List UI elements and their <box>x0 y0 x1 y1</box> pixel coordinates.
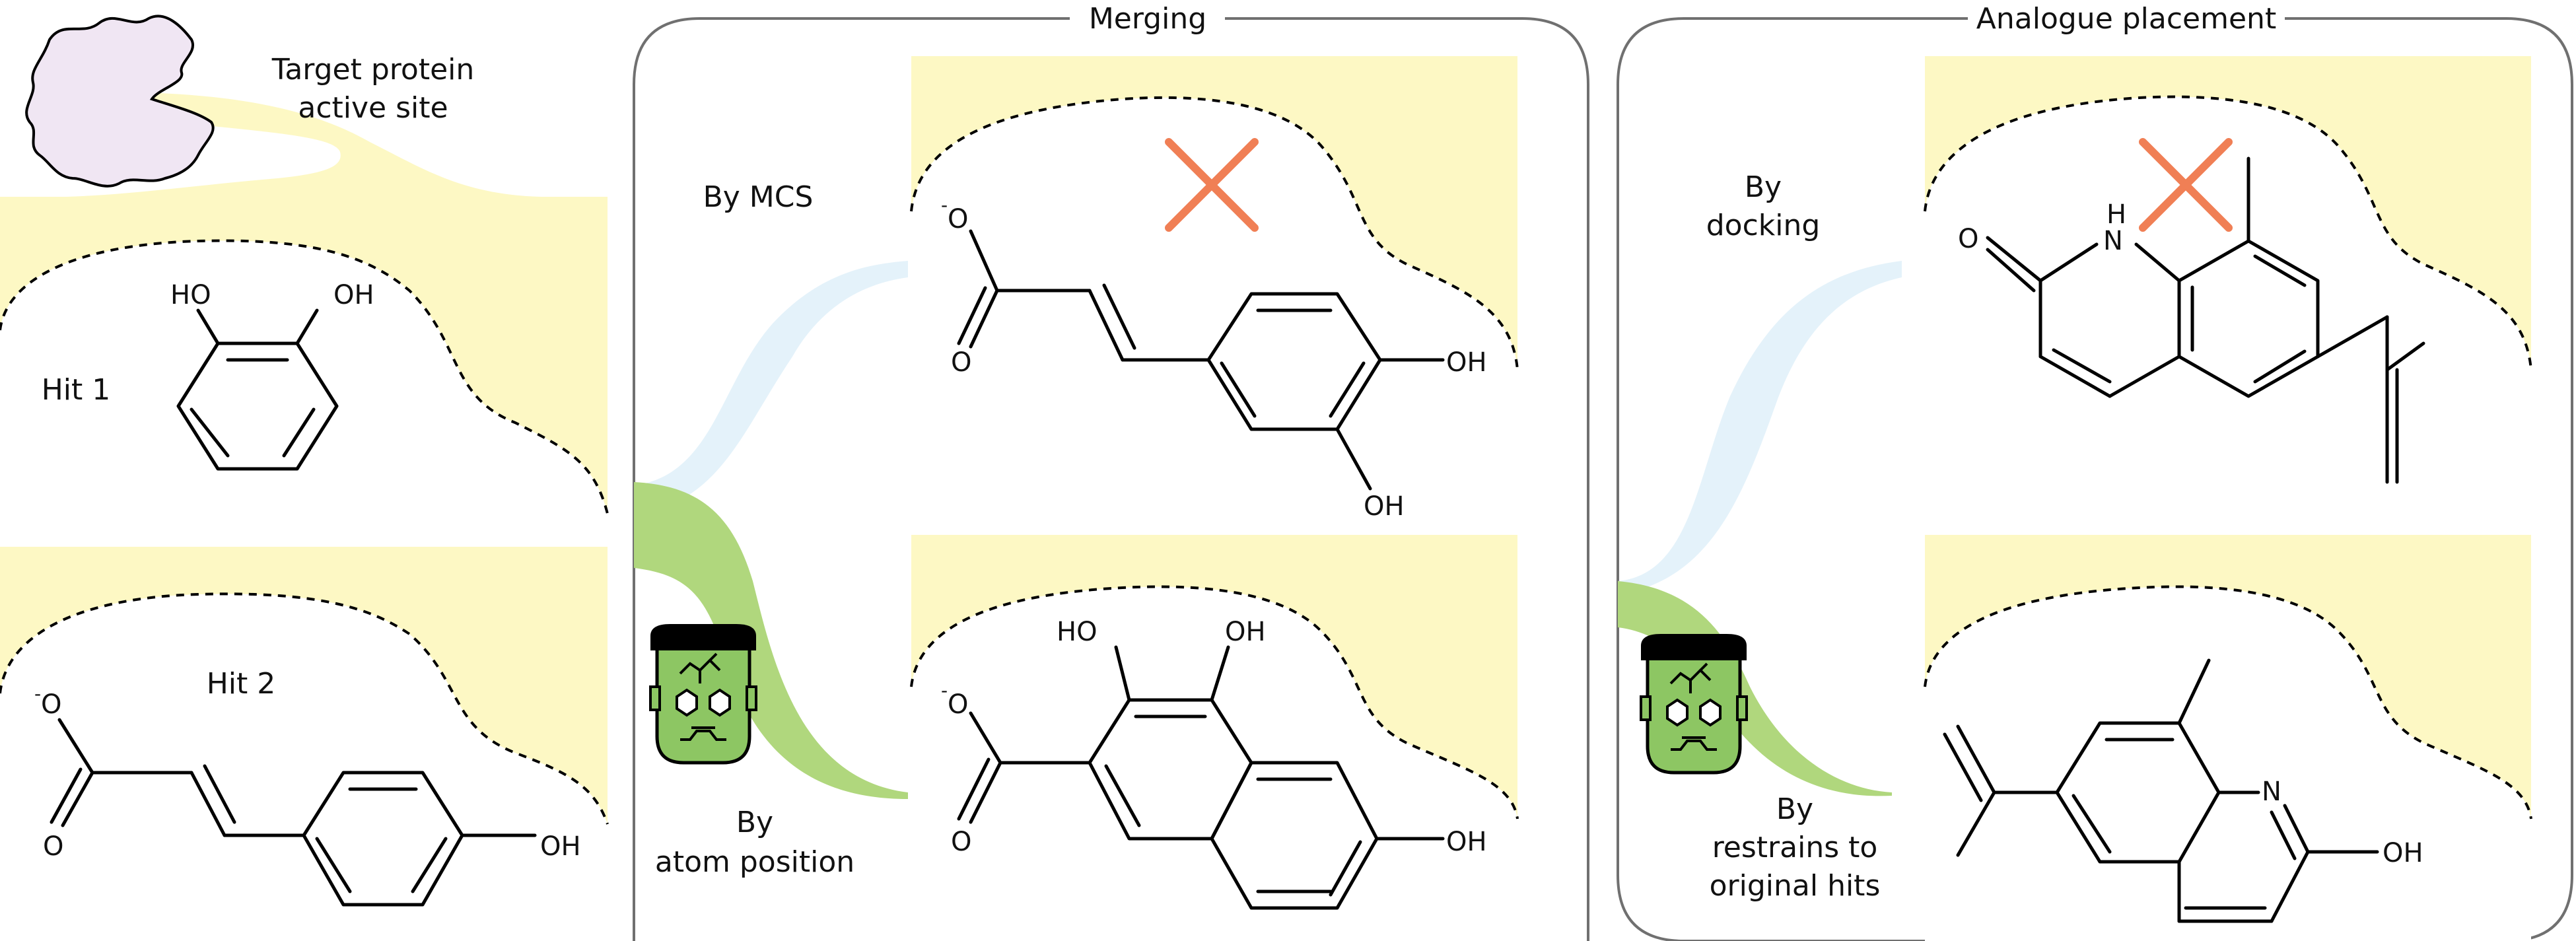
atom-atom-o-minus: O <box>948 689 968 720</box>
mcs-product-molecule: - O O OH OH <box>941 194 1487 522</box>
hit2-atom-o-double: O <box>43 831 63 862</box>
protein-label-line1: Target protein <box>271 53 475 87</box>
mcs-ribbon <box>634 261 908 515</box>
analogue-title-bg <box>1971 5 2281 35</box>
by-mcs-label: By MCS <box>703 180 814 214</box>
by-docking-label-line2: docking <box>1706 209 1821 242</box>
hit1-atom-ho: HO <box>170 280 211 310</box>
hit2-label: Hit 2 <box>207 667 276 701</box>
by-atom-label-line2: atom position <box>655 845 854 879</box>
merging-panel: Merging By MCS By atom position <box>633 2 1589 941</box>
mcs-atom-o-double: O <box>951 347 971 378</box>
by-restrain-label-line2: restrains to <box>1712 831 1878 864</box>
docking-atom-h: H <box>2106 199 2126 230</box>
mcs-pocket-outline <box>910 96 1519 370</box>
docking-pocket-area <box>1925 96 2531 529</box>
hit2-pocket-area <box>0 594 608 941</box>
atom-pocket-area <box>911 586 1517 941</box>
docking-reject-cross-icon <box>2139 138 2233 232</box>
hit1-pocket-outline <box>0 239 609 514</box>
mcs-charge: - <box>941 194 948 216</box>
protein-label-line2: active site <box>298 91 448 125</box>
protein-blob-icon <box>25 15 215 188</box>
hit1-panel: Hit 1 HO OH <box>0 197 609 514</box>
frankenstein-monster-icon <box>649 624 757 765</box>
atom-atom-ho: HO <box>1057 617 1097 647</box>
mcs-atom-oh-bottom: OH <box>1364 491 1405 522</box>
docking-atom-n: N <box>2103 226 2123 256</box>
merging-title: Merging <box>1089 2 1206 36</box>
hit1-label: Hit 1 <box>42 373 111 407</box>
frankenstein-monster-icon <box>1640 634 1748 775</box>
by-restrain-label-line1: By <box>1776 792 1813 826</box>
hit1-pocket-area <box>0 240 608 514</box>
docking-atom-o: O <box>1958 224 1978 254</box>
mcs-atom-oh-right: OH <box>1446 347 1487 378</box>
merging-border <box>633 17 1589 941</box>
atom-position-ribbon <box>634 482 908 799</box>
restrain-atom-oh: OH <box>2383 838 2423 868</box>
mcs-atom-o-minus: O <box>948 204 968 234</box>
docking-pocket-outline <box>1924 95 2532 370</box>
analogue-panel: Analogue placement By docking By restrai… <box>1617 2 2573 941</box>
hit1-molecule-catechol: HO OH <box>170 280 374 471</box>
docking-product-molecule: O H N <box>1958 157 2425 484</box>
restrain-pocket-area <box>1925 586 2531 941</box>
analogue-border <box>1617 17 2573 941</box>
hit2-atom-o-minus: O <box>41 689 61 720</box>
by-docking-label-line1: By <box>1745 170 1782 204</box>
hit2-panel: Hit 2 - O O OH <box>0 547 609 941</box>
atom-product-molecule: HO OH - O O OH <box>941 617 1487 910</box>
atom-atom-oh-top: OH <box>1225 617 1266 647</box>
hit2-charge: - <box>34 683 41 705</box>
mcs-pocket-area <box>911 97 1517 528</box>
by-restrain-label-line3: original hits <box>1710 869 1881 903</box>
hit2-pocket-outline <box>0 592 609 825</box>
hit2-molecule-coumarate: - O O OH <box>34 683 581 907</box>
mcs-reject-cross-icon <box>1165 138 1259 232</box>
atom-pocket-outline <box>910 585 1519 819</box>
restrain-pocket-outline <box>1924 585 2532 819</box>
atom-atom-oh-right: OH <box>1446 827 1487 857</box>
atom-charge: - <box>941 680 948 701</box>
target-protein: Target protein active site <box>0 15 608 198</box>
merging-title-bg <box>1070 5 1225 35</box>
restrain-product-molecule: N OH <box>1943 658 2423 923</box>
restrain-atom-n: N <box>2262 777 2281 807</box>
docking-ribbon <box>1618 261 1902 594</box>
analogue-title: Analogue placement <box>1976 2 2276 36</box>
hit1-atom-oh: OH <box>333 280 374 310</box>
by-atom-label-line1: By <box>736 806 773 839</box>
atom-atom-o-double: O <box>951 827 971 857</box>
hit2-atom-oh: OH <box>540 831 581 862</box>
